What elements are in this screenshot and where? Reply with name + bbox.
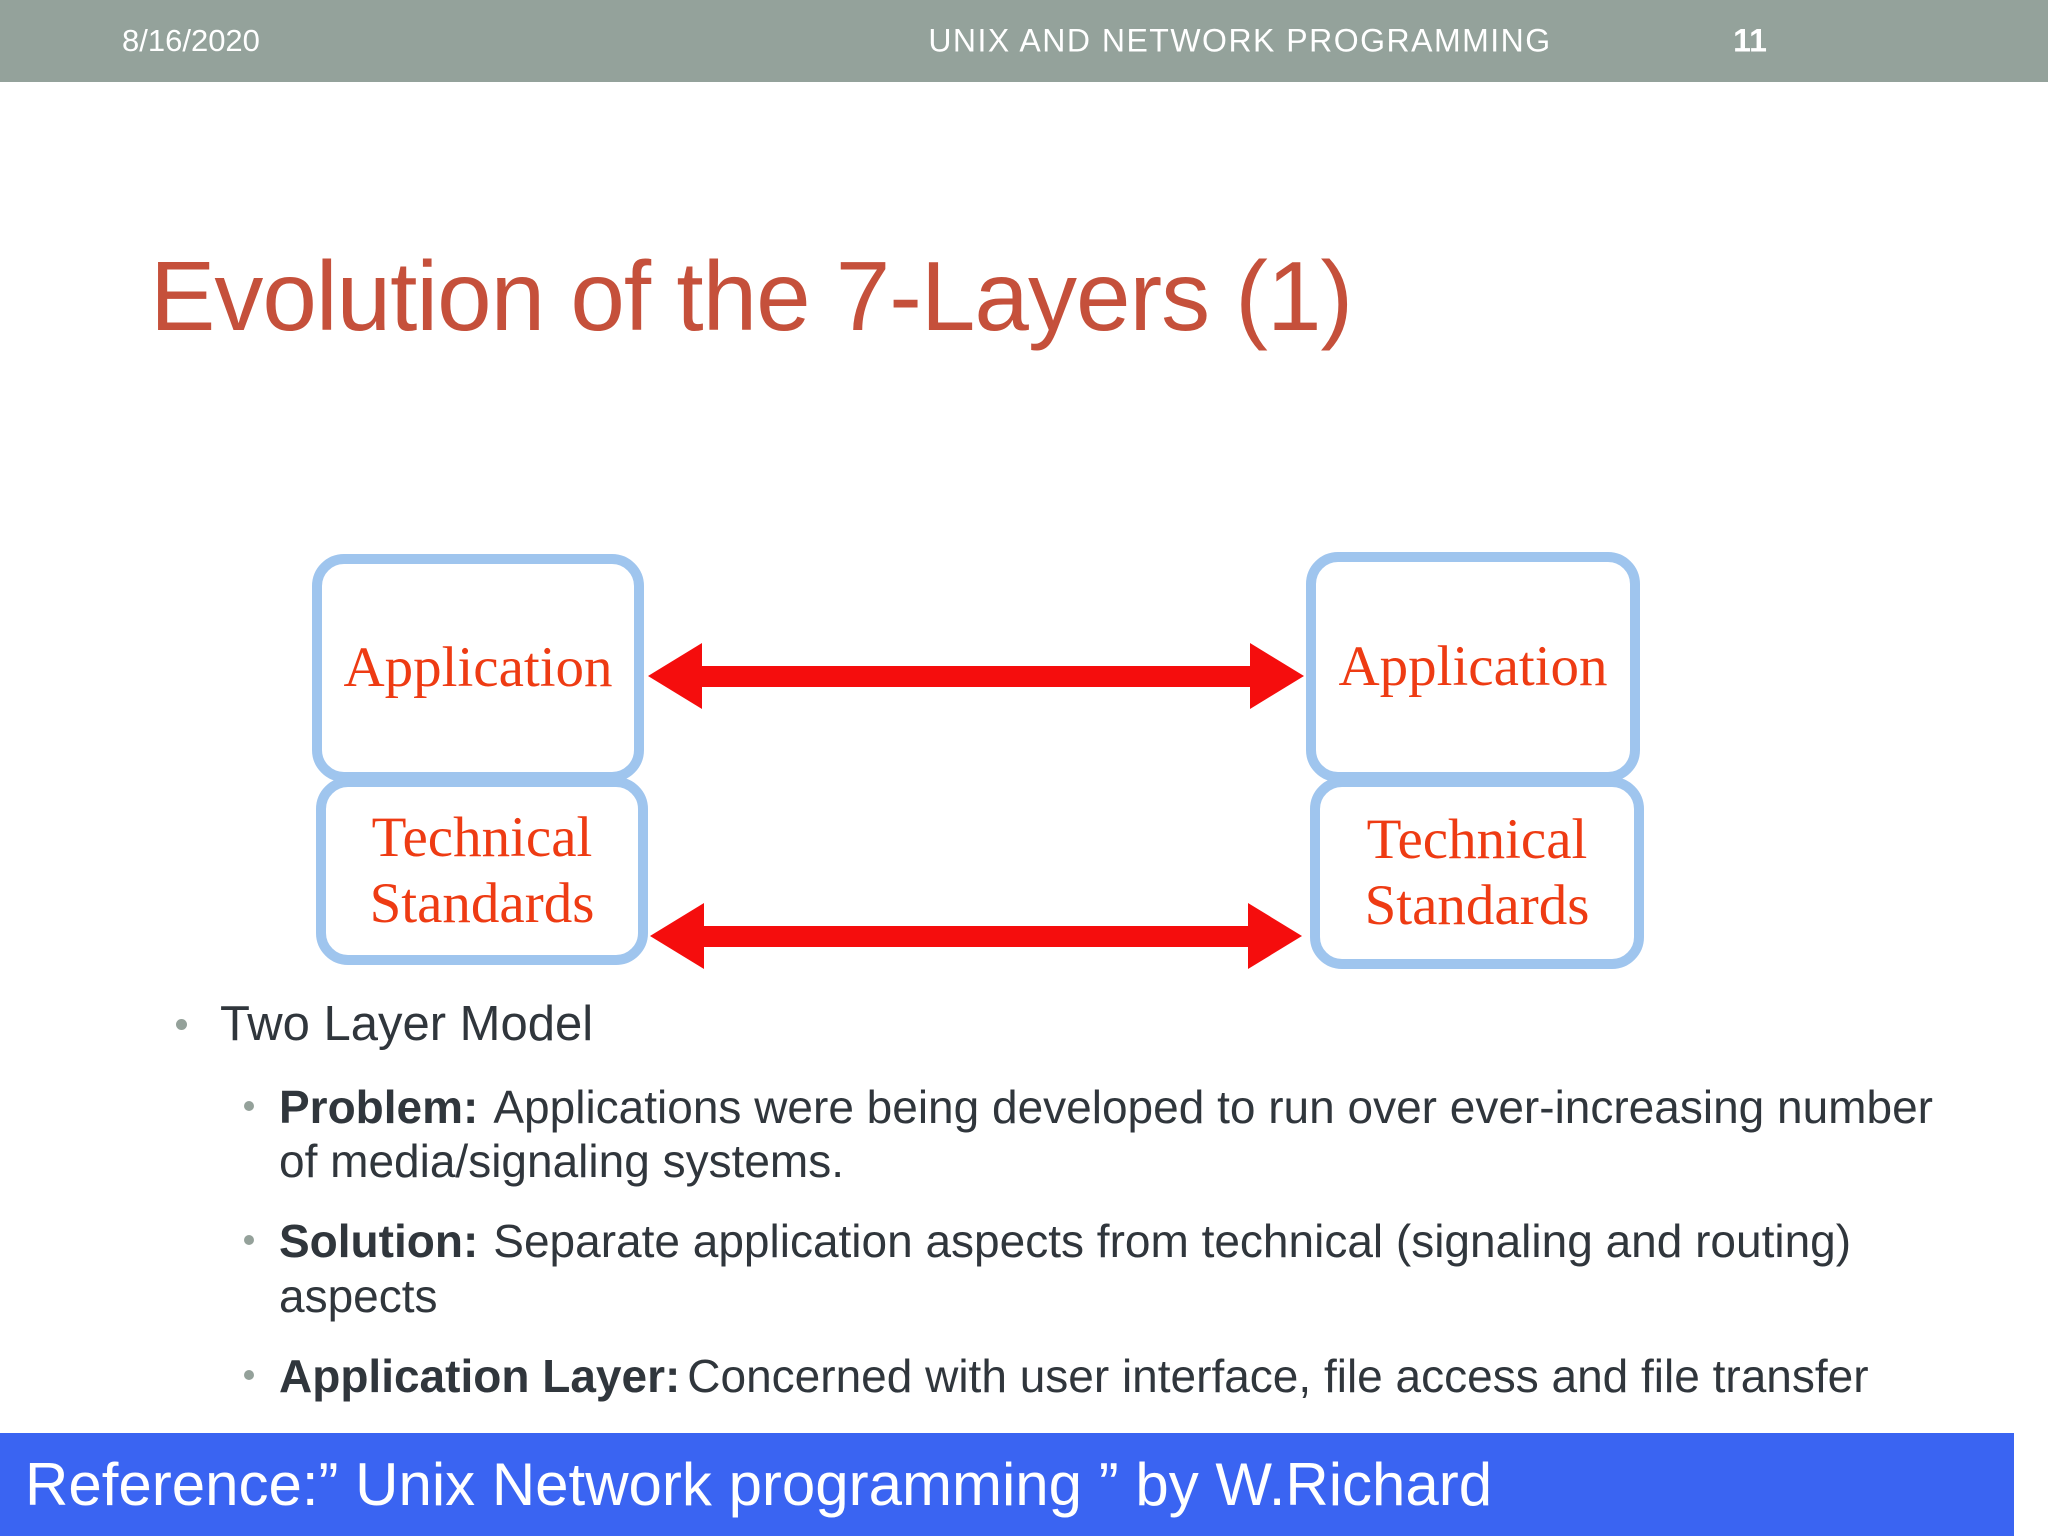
- slide-header-bar: 8/16/2020 UNIX AND NETWORK PROGRAMMING 1…: [0, 0, 2048, 82]
- list-item-problem: Problem:Applications were being develope…: [160, 1080, 1975, 1189]
- left-application-label: Application: [343, 636, 613, 700]
- list-item-text: Separate application aspects from techni…: [279, 1215, 1852, 1322]
- right-technical-standards-box: Technical Standards: [1310, 777, 1644, 969]
- list-item-two-layer-model: Two Layer Model: [160, 995, 1975, 1054]
- arrow-left-head-icon: [650, 903, 704, 969]
- left-technical-standards-box: Technical Standards: [316, 777, 648, 965]
- arrow-left-head-icon: [648, 643, 702, 709]
- right-application-label: Application: [1338, 635, 1608, 699]
- course-title: UNIX AND NETWORK PROGRAMMING: [928, 22, 1552, 59]
- list-item-text: Applications were being developed to run…: [279, 1080, 1933, 1188]
- slide-page-number: 11: [1733, 22, 1767, 59]
- list-item-keyword: Problem:: [279, 1080, 479, 1133]
- list-item-solution: Solution:Separate application aspects fr…: [160, 1214, 1975, 1323]
- bullet-icon: [244, 1100, 254, 1111]
- bullet-list: Two Layer Model Problem:Applications wer…: [160, 995, 1975, 1429]
- list-item-keyword: Application Layer:: [279, 1349, 681, 1402]
- slide-date: 8/16/2020: [122, 23, 260, 58]
- bullet-icon: [244, 1369, 254, 1380]
- right-technical-standards-label: Technical Standards: [1364, 808, 1590, 937]
- arrow-right-head-icon: [1248, 903, 1302, 969]
- application-double-arrow-icon: [648, 643, 1304, 709]
- left-technical-standards-label: Technical Standards: [369, 806, 595, 935]
- left-application-box: Application: [312, 554, 644, 782]
- list-item-keyword: Solution:: [279, 1215, 479, 1268]
- slide-title: Evolution of the 7-Layers (1): [150, 241, 1353, 351]
- list-item-text: Concerned with user interface, file acce…: [687, 1349, 1869, 1402]
- list-item-application-layer: Application Layer:Concerned with user in…: [160, 1349, 1975, 1403]
- right-application-box: Application: [1306, 552, 1640, 782]
- arrow-right-head-icon: [1250, 643, 1304, 709]
- arrow-shaft: [704, 925, 1248, 947]
- bullet-icon: [244, 1235, 254, 1246]
- reference-bar: Reference:” Unix Network programming ” b…: [0, 1433, 2014, 1536]
- arrow-shaft: [702, 665, 1250, 687]
- list-item-label: Two Layer Model: [220, 997, 594, 1051]
- standards-double-arrow-icon: [650, 903, 1302, 969]
- bullet-icon: [176, 1019, 187, 1030]
- reference-text: Reference:” Unix Network programming ” b…: [25, 1451, 1493, 1518]
